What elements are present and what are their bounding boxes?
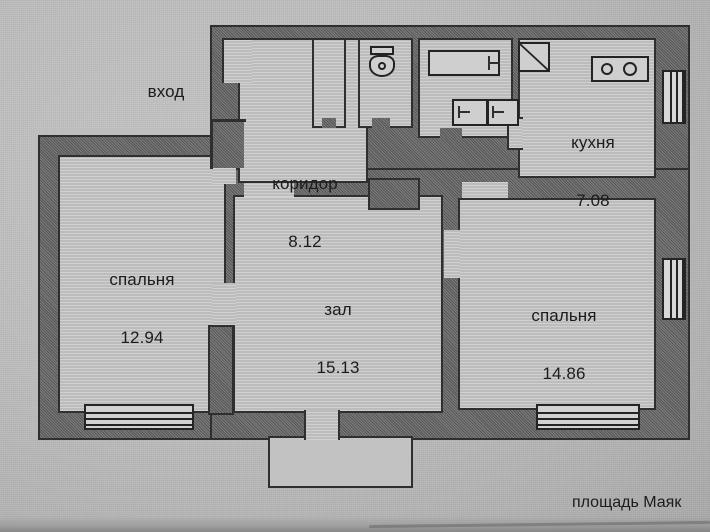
stove-burner-left-icon	[601, 63, 613, 75]
kitchen-step-edge-left	[507, 118, 509, 150]
plan-caption: площадь Маяк	[572, 494, 682, 511]
entrance-vestibule-stem	[210, 120, 244, 168]
kitchen-door-swing-icon	[518, 42, 550, 72]
window-bedroom-left-bottom	[84, 404, 194, 430]
room-name-hall: зал	[324, 299, 352, 319]
room-area-corridor: 8.12	[288, 231, 322, 251]
room-area-hall: 15.13	[316, 357, 360, 377]
room-bedroom-right-fill	[460, 200, 654, 408]
toilet-tank-icon	[370, 46, 394, 55]
kitchen-step-edge-bottom	[507, 148, 523, 150]
window-bedroom-right-bottom	[536, 404, 640, 430]
stove-burner-right-icon	[623, 62, 637, 76]
entrance-label: вход	[147, 82, 185, 101]
room-label-kitchen: кухня 7.08	[538, 95, 648, 248]
closet-alcove-left-fill	[314, 40, 344, 126]
bedroom-left-hall-pier	[208, 325, 234, 415]
doorway-corridor-hall	[244, 183, 294, 197]
washbasin-tap-head	[492, 106, 494, 118]
room-name-bedroom-left: спальня	[109, 269, 175, 289]
room-label-bedroom-left: спальня 12.94	[72, 232, 212, 385]
kitchen-sink-tap-stem	[458, 111, 470, 113]
room-area-bedroom-left: 12.94	[120, 327, 164, 347]
room-name-kitchen: кухня	[571, 132, 615, 152]
window-kitchen-right	[662, 70, 686, 124]
room-label-bedroom-right: спальня 14.86	[494, 268, 634, 421]
stove-icon	[591, 56, 649, 82]
toilet-drain-icon	[378, 62, 386, 70]
room-label-hall: зал 15.13	[268, 262, 408, 415]
balcony-neck-edge-left	[304, 410, 306, 440]
corridor-entry-notch-fill	[224, 40, 252, 83]
window-bedroom-right-side	[662, 258, 686, 320]
room-area-bedroom-right: 14.86	[542, 363, 586, 383]
washbasin-tap-stem	[492, 111, 504, 113]
room-name-corridor: коридор	[272, 173, 338, 193]
bathtub-tap-head	[488, 56, 490, 70]
closet-alcove-left-doorstep	[322, 118, 336, 128]
kitchen-sink-tap-head	[458, 106, 460, 118]
hall-corridor-pier	[368, 178, 420, 210]
entrance-stem-edge-left	[210, 119, 213, 169]
door-swing-diagonal-icon	[520, 44, 548, 70]
doorway-hall-bedroom-left	[212, 283, 236, 325]
room-bedroom-left-fill	[60, 157, 224, 411]
room-wc-fill	[360, 40, 411, 126]
balcony-neck-edge-right	[338, 410, 340, 440]
room-hall-fill	[235, 197, 441, 411]
room-label-corridor: коридор 8.12	[235, 136, 375, 289]
bathtub-tap-stem	[488, 62, 500, 64]
bathroom-doorstep	[440, 128, 462, 138]
wc-doorstep	[372, 118, 390, 128]
room-name-bedroom-right: спальня	[531, 305, 597, 325]
hall-balcony	[268, 436, 413, 488]
entrance-stem-edge-top	[210, 119, 246, 122]
hall-balcony-neck	[305, 410, 339, 440]
doorway-corridor-bedroom-right	[462, 182, 508, 198]
room-area-kitchen: 7.08	[576, 190, 610, 210]
doorway-hall-bedroom-right	[444, 230, 460, 278]
